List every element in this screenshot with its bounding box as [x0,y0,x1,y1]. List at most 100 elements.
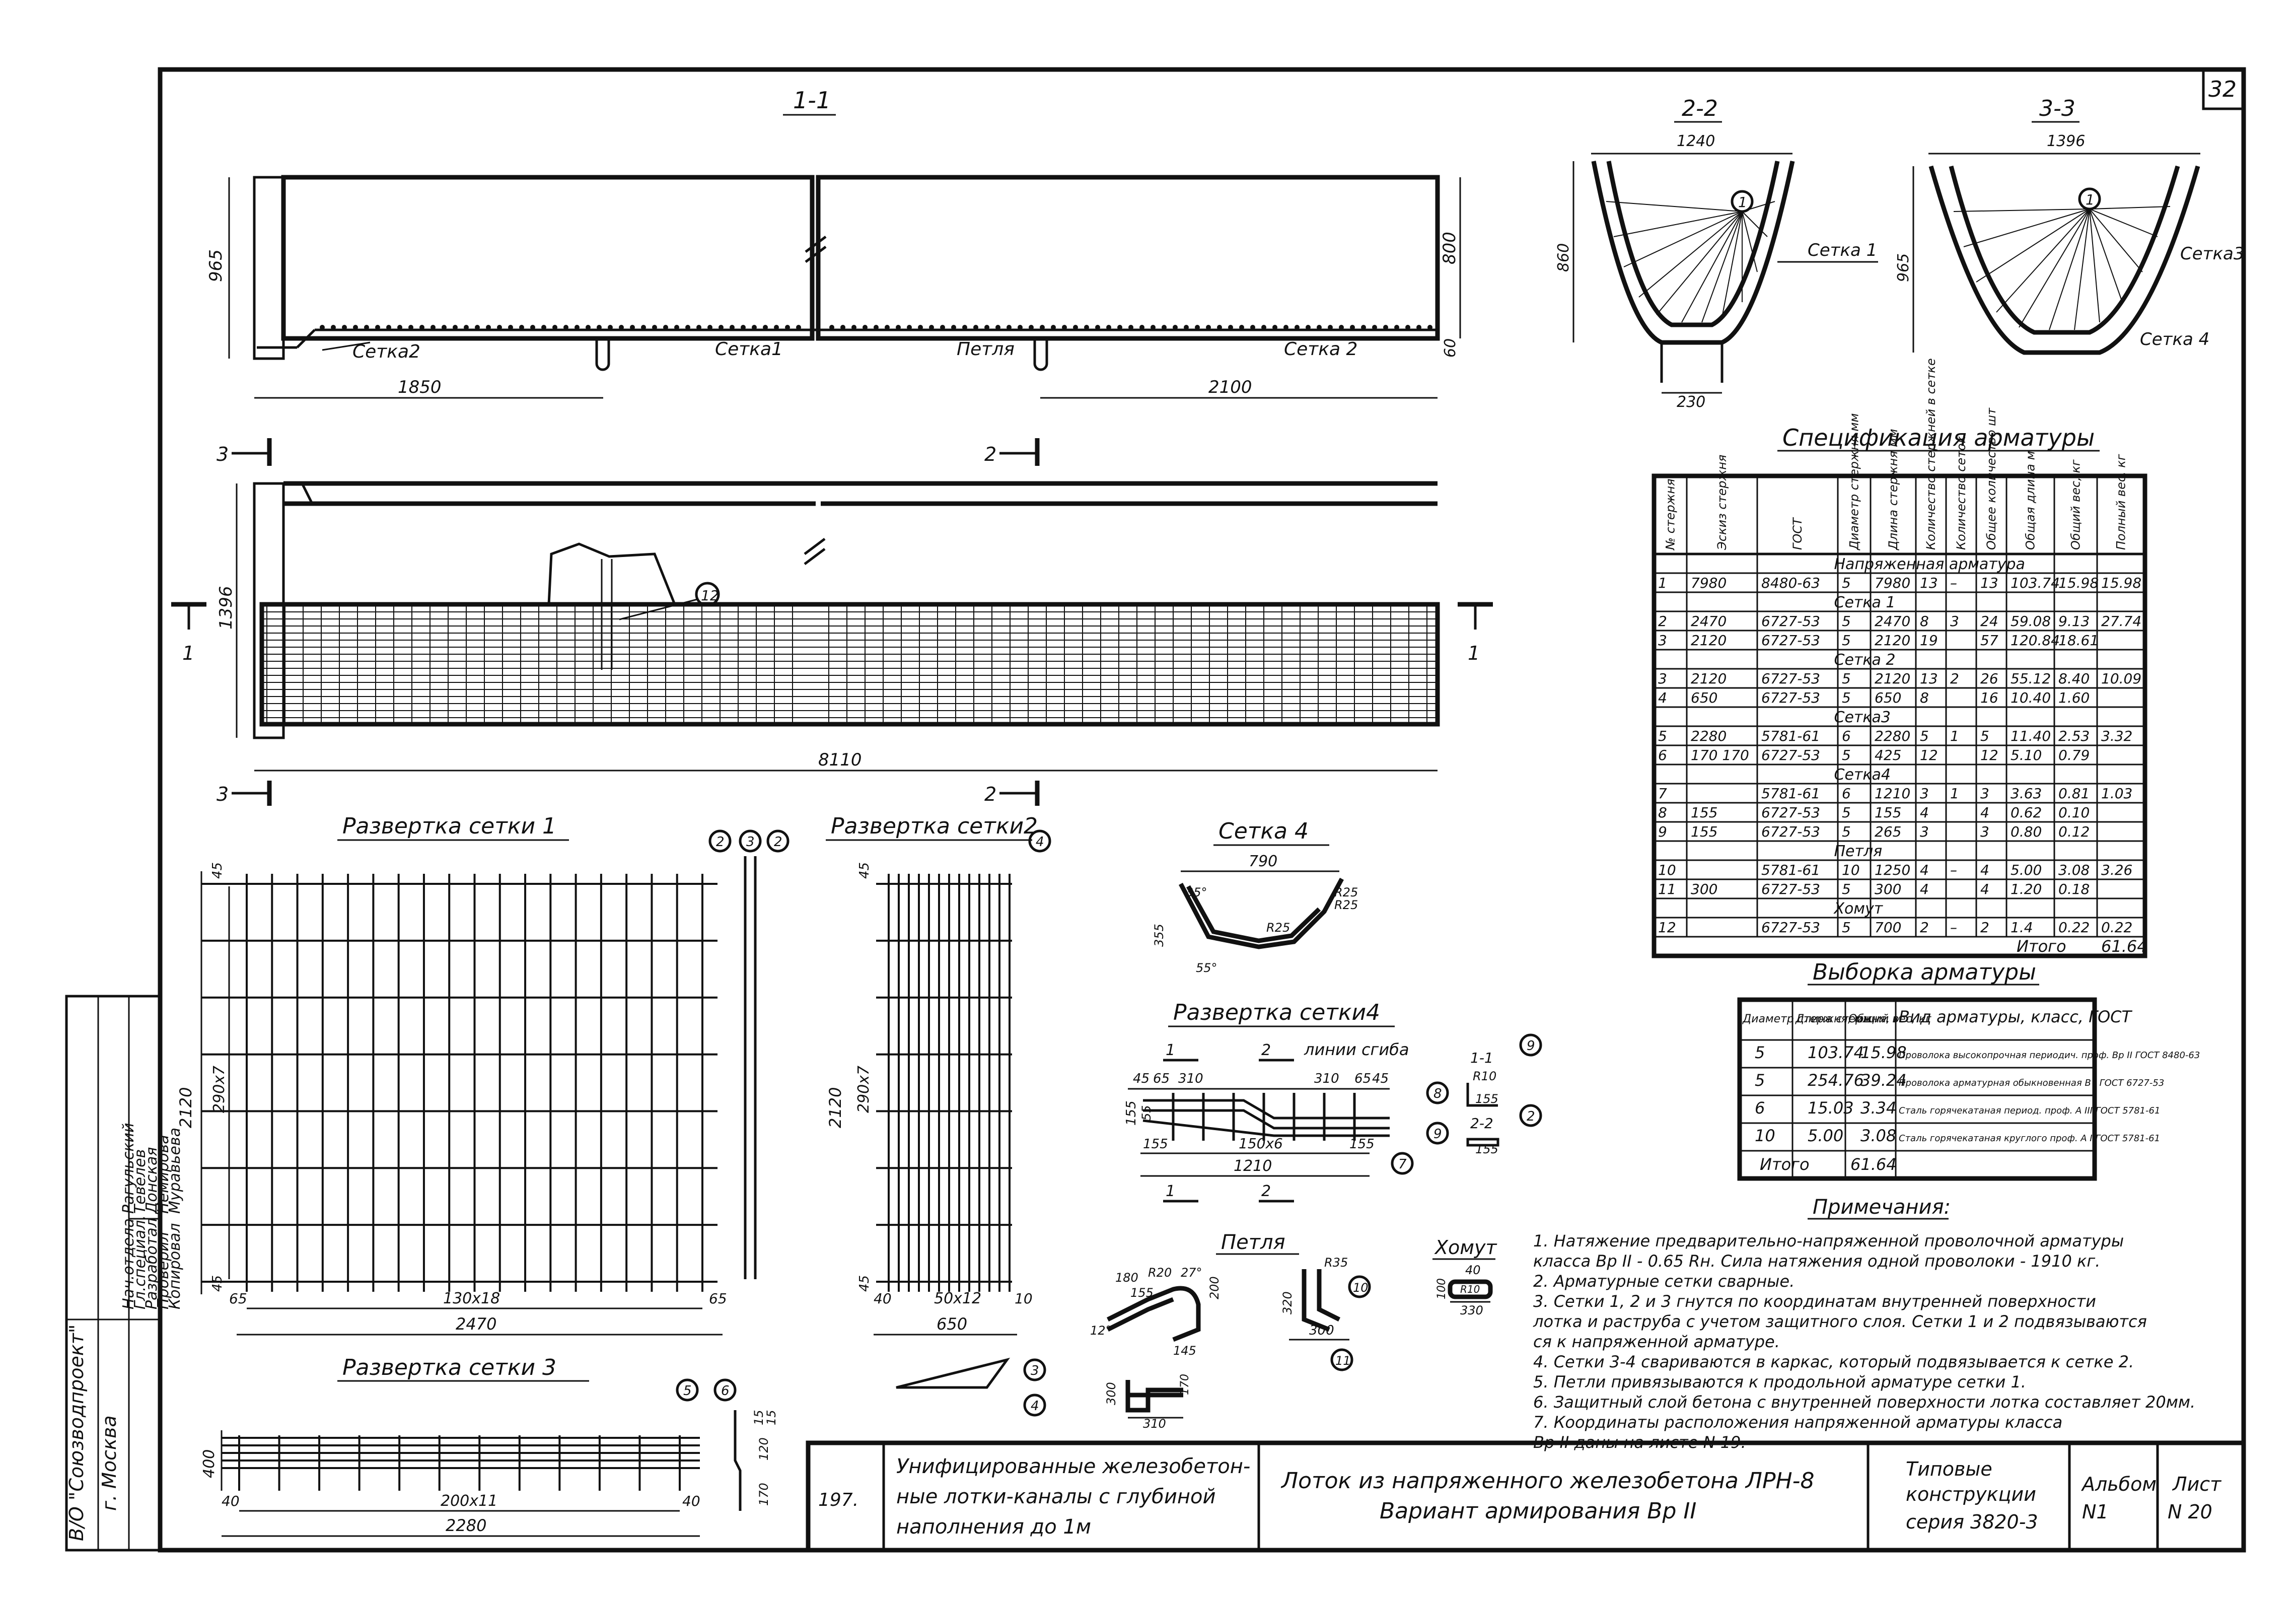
rebar-dot [829,325,834,330]
rebar-dot [940,325,945,330]
spec-cell: 6727-53 [1761,632,1820,649]
page-number-box [2202,68,2245,110]
dim-1396-plan: 1396 [216,586,236,630]
mesh3-pitch: 200х11 [441,1492,497,1510]
rebar-dot [685,325,690,330]
spec-cell: 7980 [1875,575,1910,591]
rebar-dot [896,325,901,330]
mesh4dev-fold: линии сгиба [1304,1040,1409,1059]
mesh4dev-marker-7: 7 [1398,1157,1407,1172]
spec-cell: 155 [1875,804,1901,821]
rebar-dot [442,325,447,330]
marker-1-33: 1 [2086,191,2095,208]
note-line: лотка и раструба с учетом защитного слоя… [1533,1312,2147,1331]
rebar-dot [1283,325,1288,330]
rebar-dot [597,325,602,330]
plan-view: 12 1396 8110 3 2 3 2 1 1 [171,438,1493,806]
notes-title: Примечания: [1813,1196,1951,1219]
rebar-dot [364,325,369,330]
rebar-dot [874,325,879,330]
vyborka-cell: Проволока арматурная обыкновенная В I ГО… [1899,1078,2164,1088]
rebar-dot [1051,325,1056,330]
rebar-dot [1139,325,1144,330]
spec-cell: 6 [1842,728,1851,744]
mesh-2-development: Развертка сетки2 4 2120 290х7 45 45 40 5… [826,813,1051,1417]
spec-cell: 3 [1980,823,1989,840]
homut-title: Хомут [1434,1236,1497,1259]
stamp-name: Тевелев [131,1149,149,1214]
mesh4dev-cut2b: 2 [1261,1183,1271,1200]
rebar-dot [1095,325,1100,330]
spec-cell: 12 [1920,747,1938,763]
stamp-name: Муравьева [166,1128,184,1214]
spec-cell: 8480-63 [1761,575,1820,591]
title-block: 197. Унифицированные железобетон- ные ло… [806,1440,2246,1553]
petlya-b: 155 [1130,1286,1154,1300]
stamp-role: Копировал [166,1223,184,1309]
rebar-dot [1040,325,1045,330]
rebar-dot [1383,325,1388,330]
spec-group-title: Петля [1834,843,1883,860]
dim-8110: 8110 [818,750,862,770]
homut-r: R10 [1460,1283,1480,1295]
vyborka-cell: 6 [1755,1098,1765,1118]
spec-cell: 7980 [1691,575,1727,591]
dim-230: 230 [1677,393,1705,411]
mesh3-height: 400 [200,1449,218,1478]
vyborka-header: Длина стержня, м [1795,1013,1902,1025]
stamp-name: Немирова [155,1135,172,1214]
rebar-dot [1062,325,1067,330]
rebar-dot [430,325,436,330]
rebar-dot [1261,325,1266,330]
spec-cell: 2120 [1875,632,1910,649]
rebar-dot [608,325,613,330]
spec-header: Диаметр стержня мм [1847,413,1861,550]
mesh4dev-pitch: 150х6 [1239,1135,1283,1152]
rebar-dot [575,325,580,330]
spec-cell: 6727-53 [1761,670,1820,687]
spec-cell: 0.80 [2011,823,2042,840]
petlya-ang: 27° [1181,1266,1202,1280]
dim-800: 800 [1440,232,1460,264]
mesh4dev-d2: 65 [1153,1071,1170,1086]
mesh4dev-d4: 310 [1314,1071,1339,1086]
spec-header: Длина стержня мм [1886,429,1900,550]
spec-cell: 6 [1658,747,1667,763]
vyborka-cell: 5 [1755,1043,1765,1062]
spec-cell: 425 [1875,747,1901,763]
spec-total-label: Итого [2017,937,2066,956]
mesh3-title: Развертка сетки 3 [342,1355,556,1380]
vyborka-cell: 103.74 [1808,1043,1864,1062]
rebar-dot [475,325,480,330]
spec-cell: 4 [1980,862,1989,878]
petlya-v3: 170 [1179,1374,1191,1395]
petlya-v2: 310 [1143,1417,1166,1431]
dim-965-33: 965 [1895,253,1912,282]
spec-cell: 5.10 [2011,747,2042,763]
vyborka-header: Вид арматуры, класс, ГОСТ [1899,1007,2133,1026]
rebar-dot [1339,325,1344,330]
mesh3-s3: 120 [757,1437,771,1461]
mesh2-section: 3 4 [896,1357,1046,1417]
spec-cell: 4 [1920,862,1929,878]
title-line2: ные лотки-каналы с глубиной [896,1485,1215,1508]
rebar-dot [1018,325,1023,330]
vyborka-cell: 3.34 [1860,1098,1896,1118]
rebar-dot [1195,325,1200,330]
spec-cell: 5 [1842,632,1851,649]
rebar-dot [674,325,679,330]
rebar-dot [1272,325,1277,330]
mesh1-width: 2470 [456,1314,496,1334]
mesh2-pitch-v: 290х7 [855,1066,873,1113]
spec-cell: 155 [1691,823,1717,840]
mesh3-width: 2280 [446,1516,486,1535]
spec-cell: 3 [1980,785,1989,802]
spec-cell: 8 [1658,804,1667,821]
mesh4dev-sec-marker-2: 2 [1527,1109,1535,1124]
mesh2-sec-marker-4: 4 [1031,1399,1039,1414]
spec-cell: 1.60 [2058,689,2090,706]
mesh3-s1: 15 [752,1410,766,1425]
label-setka1-22: Сетка 1 [1808,240,1877,260]
vyborka-cell: 5.00 [1808,1126,1843,1145]
spec-cell: 0.79 [2058,747,2090,763]
